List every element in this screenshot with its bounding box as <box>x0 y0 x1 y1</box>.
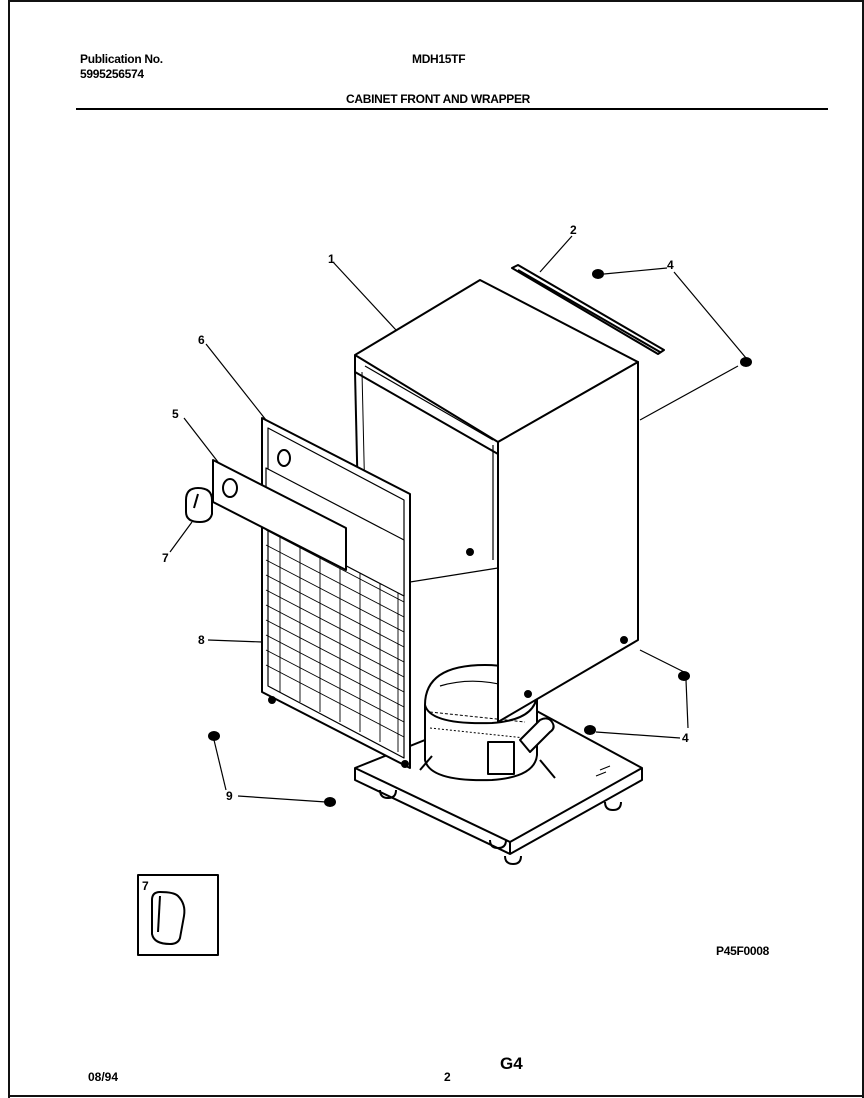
callout-2: 2 <box>570 223 577 237</box>
page-number: 2 <box>444 1070 451 1084</box>
header-rule <box>76 108 828 110</box>
callout-7: 7 <box>162 551 169 565</box>
publication-label: Publication No. <box>80 52 163 66</box>
page-border-left <box>8 0 10 1098</box>
page-border-right <box>862 0 864 1098</box>
diagram-reference-code: P45F0008 <box>716 944 769 958</box>
section-title: CABINET FRONT AND WRAPPER <box>346 92 531 106</box>
model-number: MDH15TF <box>412 52 466 66</box>
callout-5: 5 <box>172 407 179 421</box>
screws <box>208 269 752 807</box>
inset-callout-7: 7 <box>142 879 149 893</box>
knob <box>185 487 213 523</box>
knob-inset <box>137 874 219 956</box>
publication-date: 08/94 <box>88 1070 119 1084</box>
callout-1: 1 <box>328 252 335 266</box>
control-panel <box>212 459 347 571</box>
page-border-bottom <box>8 1095 864 1097</box>
callout-6: 6 <box>198 333 205 347</box>
callout-4-top: 4 <box>667 258 674 272</box>
section-code: G4 <box>500 1054 523 1073</box>
callout-8: 8 <box>198 633 205 647</box>
page-border-top <box>8 0 864 2</box>
publication-number: 5995256574 <box>80 67 144 81</box>
cabinet-wrapper <box>354 279 639 723</box>
leader-lines <box>169 235 747 803</box>
top-rail <box>511 264 665 355</box>
callout-4-bottom: 4 <box>682 731 689 745</box>
front-grille <box>261 417 411 769</box>
callout-9: 9 <box>226 789 233 803</box>
